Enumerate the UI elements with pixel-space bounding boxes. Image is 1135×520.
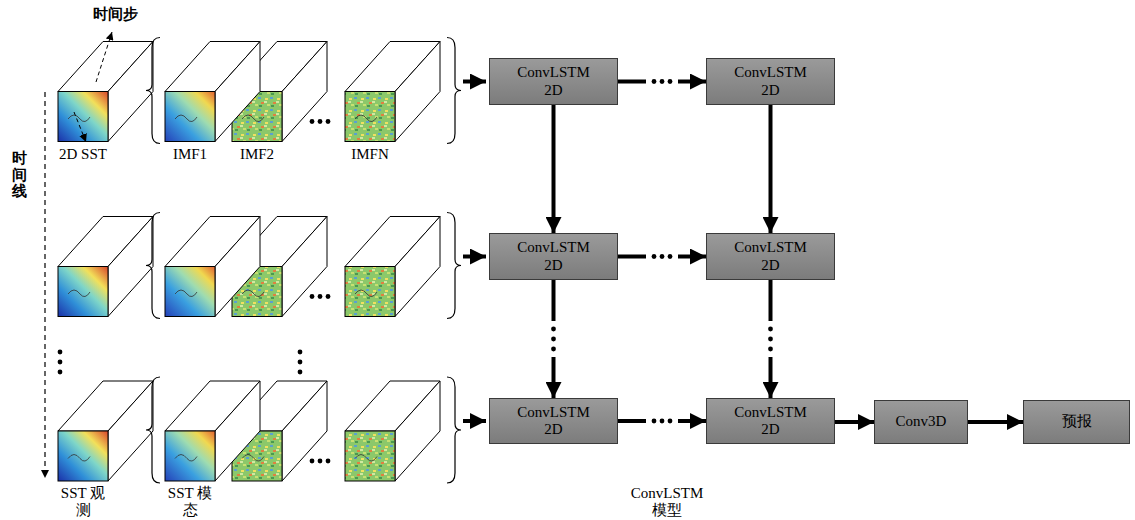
data-cube	[165, 217, 260, 317]
flow-arrow	[769, 280, 773, 398]
ellipsis-dot	[318, 119, 323, 124]
text-label: 时间线	[12, 150, 27, 200]
ellipsis	[646, 251, 678, 263]
text-label: SST 观测	[58, 485, 108, 518]
box-text: Conv3D	[896, 413, 947, 430]
bracket	[447, 213, 461, 319]
process-box: 预报	[1023, 400, 1130, 444]
bracket	[146, 377, 160, 483]
box-text: ConvLSTM 2D	[517, 239, 590, 274]
ellipsis-dot	[326, 119, 331, 124]
flow-arrow	[835, 420, 874, 424]
bracket	[447, 38, 461, 144]
timestep-arrow	[96, 32, 112, 82]
text-label: IMF1	[160, 146, 220, 163]
data-cube	[58, 42, 153, 142]
layer-box: ConvLSTM 2D	[706, 398, 835, 444]
box-text: ConvLSTM 2D	[517, 64, 590, 99]
data-cube	[165, 42, 260, 142]
flow-arrow	[769, 105, 773, 233]
ellipsis-dot	[58, 360, 63, 365]
layer-box: ConvLSTM 2D	[489, 58, 618, 105]
ellipsis-dot	[58, 370, 63, 375]
text-label: IMF2	[227, 146, 287, 163]
flow-arrow	[552, 105, 556, 233]
ellipsis	[646, 415, 678, 427]
ellipsis-dot	[298, 350, 303, 355]
bracket	[146, 38, 160, 144]
flow-arrow	[618, 255, 706, 259]
box-text: ConvLSTM 2D	[734, 239, 807, 274]
ellipsis-dot	[298, 370, 303, 375]
flow-arrow	[968, 420, 1023, 424]
flow-arrow	[552, 280, 556, 398]
layer-box: ConvLSTM 2D	[706, 58, 835, 105]
ellipsis-dot	[326, 294, 331, 299]
box-text: ConvLSTM 2D	[734, 404, 807, 439]
text-label: 时间步	[78, 6, 152, 23]
input-arrow	[463, 419, 486, 423]
flow-arrow	[618, 419, 706, 423]
flow-arrow	[618, 80, 706, 84]
layer-box: ConvLSTM 2D	[489, 233, 618, 280]
ellipsis	[548, 321, 560, 357]
data-cube	[345, 42, 440, 142]
input-arrow	[463, 80, 486, 84]
text-label: 2D SST	[48, 146, 118, 163]
box-text: ConvLSTM 2D	[517, 404, 590, 439]
data-cube	[165, 381, 260, 481]
ellipsis-dot	[310, 119, 315, 124]
ellipsis-dot	[310, 294, 315, 299]
ellipsis-dot	[310, 459, 315, 464]
box-text: 预报	[1062, 413, 1092, 430]
field-arrow	[74, 112, 86, 142]
data-cube	[345, 381, 440, 481]
data-cube	[58, 217, 153, 317]
timeline-arrow	[44, 92, 45, 478]
text-label: SST 模态	[165, 485, 215, 518]
ellipsis	[765, 321, 777, 357]
data-cube	[58, 381, 153, 481]
data-cube	[345, 217, 440, 317]
ellipsis-dot	[318, 459, 323, 464]
ellipsis-dot	[58, 350, 63, 355]
ellipsis-dot	[298, 360, 303, 365]
ellipsis-dot	[318, 294, 323, 299]
layer-box: ConvLSTM 2D	[706, 233, 835, 280]
layer-box: ConvLSTM 2D	[489, 398, 618, 444]
box-text: ConvLSTM 2D	[734, 64, 807, 99]
text-label: ConvLSTM 模型	[622, 485, 712, 518]
text-label: IMFN	[340, 146, 400, 163]
ellipsis	[646, 76, 678, 88]
process-box: Conv3D	[874, 400, 968, 444]
bracket	[447, 377, 461, 483]
input-arrow	[463, 255, 486, 259]
bracket	[146, 213, 160, 319]
ellipsis-dot	[326, 459, 331, 464]
